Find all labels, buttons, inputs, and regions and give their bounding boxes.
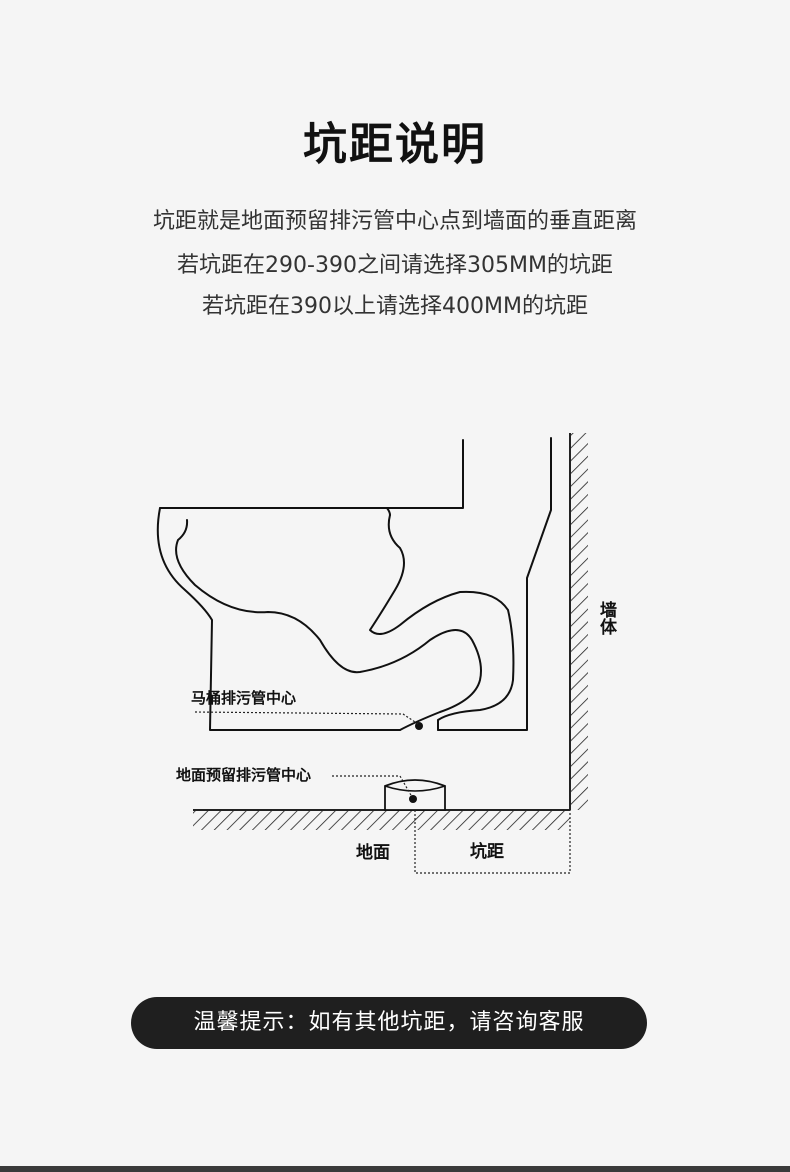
tip-banner: 温馨提示：如有其他坑距，请咨询客服 xyxy=(131,997,647,1049)
toilet-drain-center-label: 马桶排污管中心 xyxy=(191,689,296,707)
floor xyxy=(193,809,570,830)
bottom-border xyxy=(0,1166,790,1172)
toilet-outline xyxy=(156,437,552,731)
floor-label: 地面 xyxy=(356,842,390,863)
floor-drain-flange xyxy=(384,779,446,811)
wall-label: 墙体 xyxy=(596,600,617,636)
floor-drain-center-dot xyxy=(409,795,417,803)
description-line-3: 若坑距在390以上请选择400MM的坑距 xyxy=(202,294,588,319)
wall xyxy=(569,433,588,810)
leader-lines xyxy=(194,711,571,874)
page-title: 坑距说明 xyxy=(303,119,487,170)
floor-drain-center-label: 地面预留排污管中心 xyxy=(176,766,311,784)
rough-in-label: 坑距 xyxy=(470,841,504,862)
description-line-1: 坑距就是地面预留排污管中心点到墙面的垂直距离 xyxy=(152,209,637,234)
description-line-2: 若坑距在290-390之间请选择305MM的坑距 xyxy=(177,253,613,278)
